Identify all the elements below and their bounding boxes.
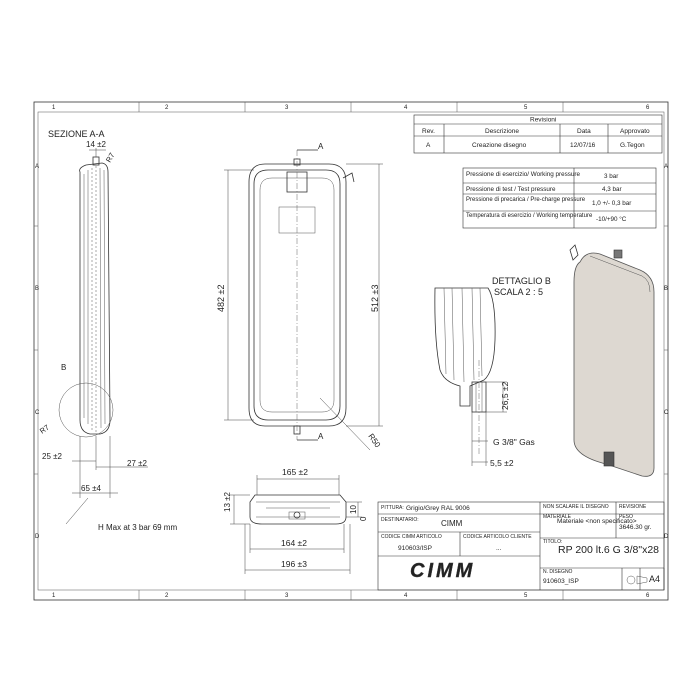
section-a-a-view	[58, 148, 148, 525]
tb-weight-label: PESO	[619, 514, 633, 520]
spec-label: Pressione di esercizio/ Working pressure	[466, 171, 580, 178]
tb-recipient-label: DESTINATARIO:	[381, 517, 419, 523]
grid-row-label: D	[664, 534, 669, 540]
dim-512: 512 ±3	[370, 285, 380, 312]
grid-row-label: B	[35, 286, 39, 292]
dim-196: 196 ±3	[281, 559, 307, 569]
spec-label: Pressione di precarica / Pre-charge pres…	[466, 197, 586, 203]
dim-r7-bottom: R7	[38, 423, 51, 436]
dim-14: 14 ±2	[86, 140, 107, 149]
rev-header: Data	[577, 128, 591, 135]
dim-r7-top: R7	[104, 151, 117, 164]
grid-col-label: 4	[404, 105, 408, 111]
tb-code-cimm-value: 910603/ISP	[398, 545, 432, 552]
section-title: SEZIONE A-A	[48, 129, 105, 139]
tb-no-scale: NON SCALARE IL DISEGNO	[543, 504, 609, 510]
tb-code-cimm-label: CODICE CIMM ARTICOLO	[381, 534, 442, 540]
grid-col-label: 2	[165, 593, 169, 599]
tb-revision-label: REVISIONE	[619, 504, 647, 510]
detail-b-marker: B	[61, 363, 66, 372]
rev-cell: 12/07/16	[570, 142, 596, 149]
section-mark-bottom: A	[318, 432, 324, 441]
dim-165: 165 ±2	[282, 467, 308, 477]
rev-header: Approvato	[620, 128, 650, 135]
grid-col-label: 4	[404, 593, 408, 599]
tb-format: A4	[649, 574, 660, 584]
dim-26-5: 26,5 ±2	[500, 381, 510, 410]
tb-code-client-value: ...	[496, 545, 502, 552]
dim-gas-thread: G 3/8" Gas	[493, 437, 535, 447]
tb-recipient-value: CIMM	[441, 519, 463, 528]
dim-r50: R50	[366, 432, 382, 450]
rev-cell: Creazione disegno	[472, 142, 527, 149]
dim-h-max: H Max at 3 bar 69 mm	[98, 523, 177, 532]
tb-paint-value: Grigio/Grey RAL 9006	[406, 505, 470, 512]
spec-value: 4,3 bar	[602, 186, 622, 193]
spec-value: -10/+90 °C	[596, 215, 627, 223]
tb-code-client-label: CODICE ARTICOLO CLIENTE	[463, 534, 532, 540]
dim-65: 65 ±4	[81, 484, 102, 493]
tb-title-value: RP 200 lt.6 G 3/8"x28	[558, 544, 659, 556]
dim-10: 10	[349, 505, 358, 514]
grid-col-label: 2	[165, 105, 169, 111]
grid-col-label: 6	[646, 593, 650, 599]
title-block	[377, 501, 665, 591]
spec-label: Temperatura di esercizio / Working tempe…	[466, 213, 593, 219]
section-mark-top: A	[318, 142, 324, 151]
detail-b-title: DETTAGLIO B	[492, 276, 551, 286]
grid-row-label: A	[664, 164, 668, 170]
dim-13: 13 ±2	[223, 491, 232, 512]
dim-164: 164 ±2	[281, 538, 307, 548]
revisions-table	[413, 114, 663, 154]
grid-col-label: 3	[285, 593, 289, 599]
dim-5-5: 5,5 ±2	[490, 458, 514, 468]
grid-col-label: 5	[524, 593, 528, 599]
spec-value: 1,0 +/- 0,3 bar	[592, 200, 631, 207]
grid-row-label: C	[664, 410, 669, 416]
dim-27: 27 ±2	[127, 459, 148, 468]
tb-title-label: TITOLO:	[543, 539, 562, 545]
grid-row-label: C	[35, 410, 40, 416]
grid-col-label: 1	[52, 105, 56, 111]
front-view	[224, 149, 383, 451]
grid-col-label: 1	[52, 593, 56, 599]
revisions-title: Revisioni	[530, 117, 556, 124]
grid-col-label: 3	[285, 105, 289, 111]
grid-row-label: A	[35, 164, 39, 170]
top-view	[230, 475, 362, 574]
dim-0: 0	[359, 516, 368, 521]
rev-cell: G.Tegon	[620, 142, 645, 149]
dim-482: 482 ±2	[216, 285, 226, 312]
tb-drawing-no-label: N. DISEGNO	[543, 569, 573, 575]
detail-b-view	[434, 287, 507, 466]
rev-header: Rev.	[422, 128, 435, 135]
spec-value: 3 bar	[604, 173, 618, 180]
grid-col-label: 6	[646, 105, 650, 111]
detail-circle-b	[58, 382, 114, 438]
spec-label: Pressione di test / Test pressure	[466, 186, 556, 193]
rev-cell: A	[426, 142, 431, 149]
dim-25: 25 ±2	[42, 452, 63, 461]
grid-row-label: B	[664, 286, 668, 292]
tb-material-value: Materiale <non specificato>	[557, 518, 637, 525]
rev-header: Descrizione	[485, 128, 519, 135]
grid-row-label: D	[35, 534, 40, 540]
grid-ticks	[34, 102, 668, 600]
grid-col-label: 5	[524, 105, 528, 111]
tb-drawing-no-value: 910603_ISP	[543, 578, 579, 585]
specs-table	[462, 167, 657, 229]
tb-weight-value: 3646.30 gr.	[619, 524, 652, 531]
company-logo: CIMM	[410, 560, 475, 582]
tb-paint-label: PITTURA:	[381, 505, 404, 511]
detail-b-scale: SCALA 2 : 5	[494, 287, 543, 297]
tb-material-label: MATERIALE	[543, 514, 572, 520]
isometric-view	[569, 244, 655, 477]
